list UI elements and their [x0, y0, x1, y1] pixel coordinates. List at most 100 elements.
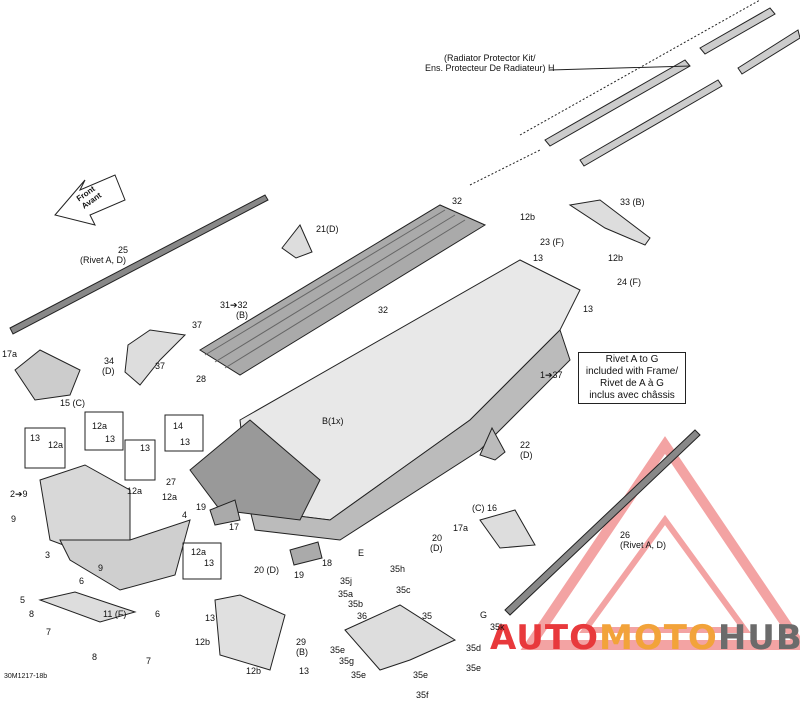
radiator-29: [214, 594, 286, 671]
callout-27: 27: [166, 477, 177, 487]
watermark-triangle-logo: [520, 436, 800, 650]
callout-7b: 7: [146, 656, 152, 666]
callout-13g: 13: [204, 558, 215, 568]
callout-12b-2: 12b: [608, 253, 624, 263]
callout-G: G: [480, 610, 488, 620]
callout-13f: 13: [180, 437, 191, 447]
callout-13c: 13: [30, 433, 41, 443]
bracket-22: [479, 426, 506, 461]
callout-12b-3: 12b: [195, 637, 211, 647]
callout-12b-4: 12b: [246, 666, 262, 676]
callout-2-9: 2➔9: [10, 489, 28, 499]
callout-19a: 19: [196, 502, 207, 512]
tunnel-frame: [189, 259, 581, 541]
callout-12a-5: 12a: [191, 547, 207, 557]
callout-15: 15 (C): [60, 398, 86, 408]
callout-13d: 13: [105, 434, 116, 444]
callout-5: 5: [20, 595, 26, 605]
callout-8a: 8: [29, 609, 35, 619]
callout-33: 33 (B): [620, 197, 645, 207]
callout-32b: 32: [378, 305, 389, 315]
callout-25-rivet: (Rivet A, D): [80, 255, 127, 265]
callout-16: (C) 16: [472, 503, 498, 513]
callout-35f: 35f: [416, 690, 429, 700]
callout-12b-1: 12b: [520, 212, 536, 222]
radiator-protector-strips: [469, 0, 800, 186]
callout-6b: 6: [155, 609, 161, 619]
callout-13i: 13: [299, 666, 310, 676]
callout-8b: 8: [92, 652, 98, 662]
detail-box-12a-13: [84, 411, 124, 451]
plate-11: [38, 591, 137, 623]
callout-37b: 37: [155, 361, 166, 371]
callout-21: 21(D): [316, 224, 339, 234]
callout-3: 3: [45, 550, 51, 560]
callout-35h: 35h: [390, 564, 406, 574]
side-rail-25: [9, 194, 269, 335]
bracket-17a: [14, 349, 81, 401]
bracket-21: [281, 224, 313, 259]
callout-7a: 7: [46, 627, 52, 637]
callout-29-b: (B): [296, 647, 308, 657]
callout-31: 31➔32: [220, 300, 248, 310]
detail-box-12a-13b: [182, 542, 222, 580]
callout-34: 34: [104, 356, 115, 366]
figure-code: 30M1217-18b: [4, 673, 48, 680]
callout-9a: 9: [11, 514, 17, 524]
callout-13e: 13: [140, 443, 151, 453]
callout-12a-4: 12a: [162, 492, 178, 502]
callout-35e-4: 35e: [413, 670, 429, 680]
callout-B: B(1x): [322, 416, 344, 426]
callout-26-rivet: (Rivet A, D): [620, 540, 667, 550]
callout-35j: 35j: [340, 576, 353, 586]
callout-35k: 35k: [490, 622, 505, 632]
callout-37a: 37: [192, 320, 203, 330]
callout-20-d: 20 (D): [254, 565, 280, 575]
callout-14: 14: [173, 421, 184, 431]
detail-box-13-12a: [24, 427, 66, 469]
callout-12a-3: 12a: [127, 486, 143, 496]
watermark-text: AUTOMOTOHUB: [490, 618, 800, 658]
callout-29: 29: [296, 637, 307, 647]
detail-box-14-13: [164, 414, 204, 452]
callout-11: 11 (F): [103, 609, 127, 619]
bracket-34: [124, 329, 187, 386]
callout-17: 17: [229, 522, 240, 532]
callout-17a-b: 17a: [453, 523, 469, 533]
callout-E: E: [358, 548, 365, 558]
callout-20-d2: (D): [430, 543, 443, 553]
callout-35e-2: 35e: [466, 663, 482, 673]
callout-28: 28: [196, 374, 207, 384]
callout-25: 25: [118, 245, 129, 255]
callout-26: 26: [620, 530, 631, 540]
radiator-kit-label: (Radiator Protector Kit/Ens. Protecteur …: [425, 53, 555, 73]
callout-35d: 35d: [466, 643, 482, 653]
detail-box-13-rivets: [124, 439, 156, 481]
callout-23: 23 (F): [540, 237, 565, 247]
callout-13a: 13: [533, 253, 544, 263]
callout-35e-3: 35e: [351, 670, 367, 680]
callout-1-37: 1➔37: [540, 370, 563, 380]
front-bulkhead: [39, 464, 191, 591]
callout-18: 18: [322, 558, 333, 568]
rail-26: [504, 429, 701, 616]
callout-32a: 32: [452, 196, 463, 206]
front-arrow-icon: [54, 174, 126, 226]
callout-19b: 19: [294, 570, 305, 580]
callout-13h: 13: [205, 613, 216, 623]
callout-34-d: (D): [102, 366, 115, 376]
plate-18: [289, 541, 323, 566]
callout-12a-1: 12a: [48, 440, 64, 450]
callout-22-d: (D): [520, 450, 533, 460]
bracket-35: [344, 604, 457, 671]
bracket-33: [568, 199, 651, 246]
callout-35a: 35a: [338, 589, 354, 599]
callout-35e-1: 35e: [330, 645, 346, 655]
callout-4: 4: [182, 510, 188, 520]
callout-12a-2: 12a: [92, 421, 108, 431]
callout-35g: 35g: [339, 656, 355, 666]
callout-13b: 13: [583, 304, 594, 314]
callout-9b: 9: [98, 563, 104, 573]
callout-35: 35: [422, 611, 433, 621]
